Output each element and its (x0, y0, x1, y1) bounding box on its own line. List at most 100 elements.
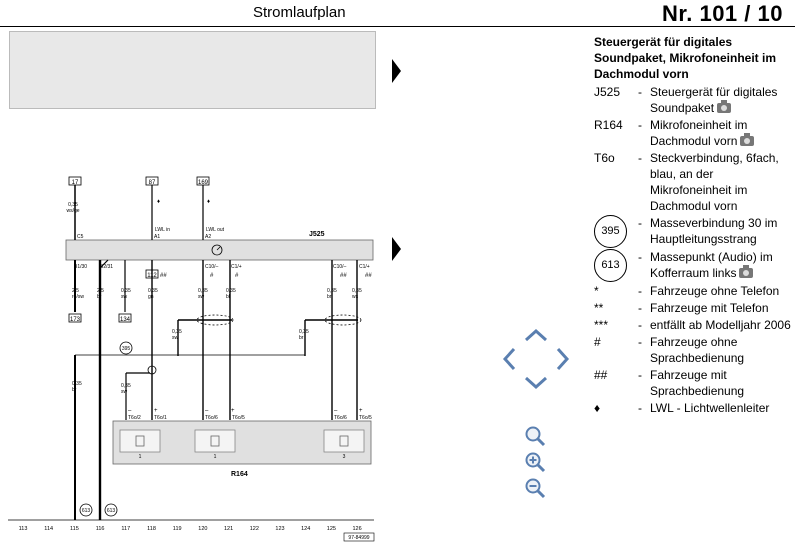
unit-number: 1 (139, 454, 142, 460)
track-number: 123 (275, 526, 284, 532)
ref-code: 87 (149, 180, 156, 186)
zoom-in-icon[interactable] (524, 451, 546, 473)
track-number: 119 (173, 526, 182, 532)
pin-label: C10/– (333, 264, 347, 270)
wire-label: ws/ge (66, 208, 79, 214)
legend-symbol: ** (594, 301, 604, 315)
zoom-out-icon[interactable] (524, 477, 546, 499)
j525-label: J525 (309, 231, 325, 238)
r164-label: R164 (231, 471, 248, 478)
legend-item: ##-Fahrzeuge mit Sprachbedienung (594, 367, 794, 399)
legend-text: Fahrzeuge ohne Telefon (650, 284, 780, 298)
legend-symbol: *** (594, 318, 609, 332)
wire-label: 0,35 (148, 288, 158, 294)
wire-label: 0,35 (68, 202, 78, 208)
legend-item: T6o-Steckverbindung, 6fach, blau, an der… (594, 150, 794, 214)
pin-label: C1/+ (231, 264, 242, 270)
wire-label: 0,35 (172, 329, 182, 335)
legend-text: Fahrzeuge mit Telefon (650, 301, 769, 315)
unit-number: 3 (343, 454, 346, 460)
camera-icon[interactable] (717, 100, 732, 113)
pin-label: A1 (154, 234, 160, 240)
doc-code: 97-84999 (348, 535, 369, 541)
legend-dash: - (638, 368, 642, 382)
legend-symbol: * (594, 284, 599, 298)
track-number: 116 (96, 526, 105, 532)
ref-code: 134 (120, 317, 131, 323)
legend-dash: - (638, 85, 642, 99)
microphone-symbol (210, 435, 220, 447)
pin-label: C10/– (205, 264, 219, 270)
lwl-mark: ♦ (207, 199, 210, 205)
legend-symbol: 613 (594, 249, 638, 282)
camera-icon[interactable] (740, 133, 755, 146)
wire-label: 0,35 (121, 383, 131, 389)
ref-code: 17 (72, 180, 79, 186)
legend-text: Steckverbindung, 6fach, blau, an der Mik… (650, 151, 779, 213)
legend-text: Masseverbindung 30 im Hauptleitungsstran… (650, 216, 778, 246)
legend-symbol: 395 (594, 215, 638, 248)
continuation-arrow-icon[interactable] (392, 237, 401, 261)
mark: + (231, 408, 235, 414)
clock-symbol (211, 244, 223, 256)
zoom-reset-icon[interactable] (524, 425, 546, 447)
legend-symbol: ♦ (594, 401, 601, 415)
legend-title: Steuergerät für digitales Soundpaket, Mi… (594, 35, 777, 81)
pin-label: C1/+ (359, 264, 370, 270)
track-number: 113 (19, 526, 28, 532)
pin-label: T6o/5 (359, 415, 372, 421)
ref-code: 173 (70, 317, 81, 323)
legend-symbol: # (594, 335, 601, 349)
wire-label: LWL out (206, 227, 225, 233)
wire-label: 2,5 (72, 288, 79, 294)
ground-point-symbol: 395 (594, 215, 627, 248)
legend-dash: - (638, 301, 642, 315)
wire-label: sw (172, 335, 179, 341)
wire-label: 0,35 (121, 288, 131, 294)
mark: + (359, 408, 363, 414)
legend-symbol: J525 (594, 85, 621, 99)
page-title: Stromlaufplan (253, 4, 346, 21)
pin-label: T6o/5 (232, 415, 245, 421)
mark: # (210, 273, 214, 279)
ref-code: 169 (198, 180, 209, 186)
track-number: 122 (250, 526, 259, 532)
ref-code: 395 (122, 346, 131, 352)
track-number: 118 (147, 526, 156, 532)
pin-label: T6o/1 (154, 415, 167, 421)
ref-code: 613 (82, 508, 91, 514)
legend-symbol: ## (594, 368, 608, 382)
wire-label: 2,5 (97, 288, 104, 294)
pin-label: T6o/6 (205, 415, 218, 421)
track-number: 120 (198, 526, 207, 532)
legend-text: entfällt ab Modelljahr 2006 (650, 318, 791, 332)
doc-code-box (343, 532, 375, 542)
ground-symbol (119, 341, 133, 355)
wire-label: sw (121, 389, 128, 395)
wire-label: ro/sw (72, 294, 84, 300)
diagram-number: Nr. 101 / 10 (662, 1, 783, 26)
wire-label: LWL in (155, 227, 170, 233)
pan-arrows-icon[interactable] (500, 326, 572, 392)
pin-label: B2/31 (100, 264, 113, 270)
continuation-arrow-icon[interactable] (392, 59, 401, 83)
ground-symbol (79, 503, 93, 517)
legend-item: 395-Masseverbindung 30 im Hauptleitungss… (594, 215, 794, 248)
wire-label: br (327, 294, 332, 300)
legend: Steuergerät für digitales Soundpaket, Mi… (594, 34, 794, 417)
wire-label: 0,35 (198, 288, 208, 294)
legend-item: 613-Massepunkt (Audio) im Kofferraum lin… (594, 249, 794, 282)
legend-dash: - (638, 401, 642, 415)
legend-item: ***-entfällt ab Modelljahr 2006 (594, 317, 794, 333)
wire-label: sw (121, 294, 128, 300)
legend-item: J525-Steuergerät für digitales Soundpake… (594, 84, 794, 116)
wire-label: bl (226, 294, 230, 300)
previous-page-area (9, 31, 376, 109)
track-number: 115 (70, 526, 79, 532)
legend-dash: - (638, 216, 642, 230)
microphone-symbol (135, 435, 145, 447)
camera-icon[interactable] (739, 265, 754, 278)
mark: + (154, 408, 158, 414)
mark: ## (160, 273, 167, 279)
